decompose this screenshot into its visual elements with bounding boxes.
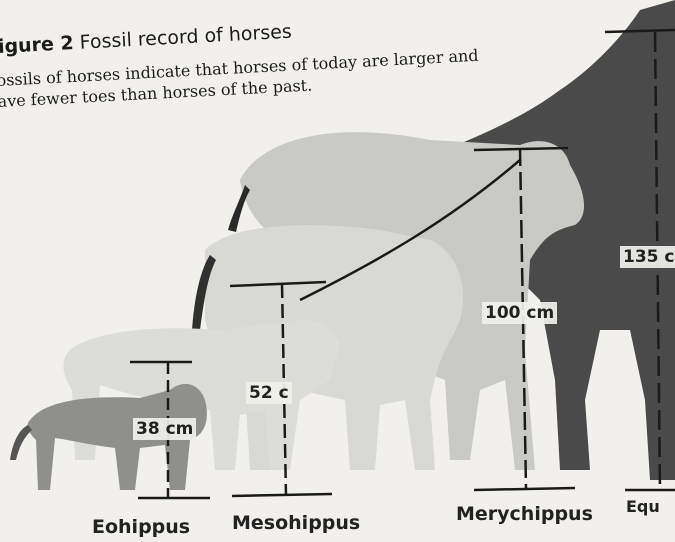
- eohippus-name: Eohippus: [92, 516, 190, 538]
- equus-height-label: 135 c: [620, 246, 675, 268]
- merychippus-name: Merychippus: [456, 503, 593, 525]
- equus-name: Equ: [626, 497, 660, 516]
- merychippus-height-label: 100 cm: [482, 302, 557, 324]
- mesohippus-name: Mesohippus: [232, 512, 360, 534]
- eohippus-height-label: 38 cm: [133, 418, 196, 440]
- mesohippus-height-label: 52 c: [246, 382, 292, 404]
